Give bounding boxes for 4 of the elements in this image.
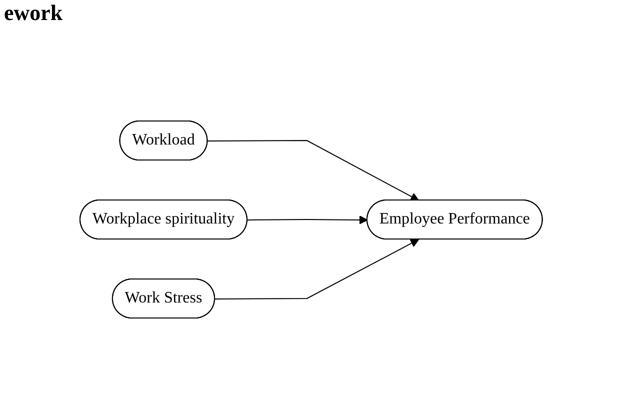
arrow xyxy=(246,215,368,224)
arrow xyxy=(207,140,419,200)
title: ework xyxy=(4,0,63,26)
arrow xyxy=(214,238,419,299)
